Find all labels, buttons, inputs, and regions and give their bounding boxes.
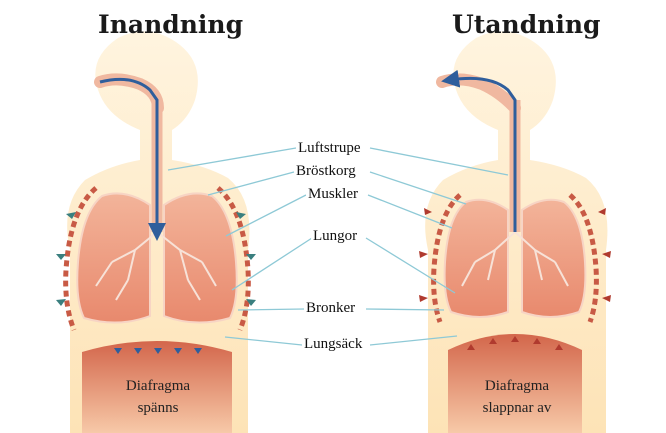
diaphragm-left-line2: spänns: [103, 397, 213, 419]
label-trachea: Luftstrupe: [296, 140, 362, 157]
right-lung-left: [445, 200, 508, 317]
exhalation-title: Utandning: [452, 10, 601, 39]
label-pleura: Lungsäck: [302, 336, 364, 353]
diaphragm-right-line1: Diafragma: [462, 375, 572, 397]
right-lung-right: [522, 200, 585, 317]
label-lungs: Lungor: [311, 228, 359, 245]
inhalation-figure: [56, 31, 256, 433]
diaphragm-right-label: Diafragma slappnar av: [462, 375, 572, 419]
diaphragm-left-label: Diafragma spänns: [103, 375, 213, 419]
label-muscles: Muskler: [306, 186, 360, 203]
leader-lungs: [232, 238, 455, 293]
left-lung-right: [164, 193, 237, 322]
diaphragm-left-line1: Diafragma: [103, 375, 213, 397]
label-ribcage: Bröstkorg: [294, 163, 358, 180]
exhalation-figure: [419, 31, 611, 433]
diaphragm-right-line2: slappnar av: [462, 397, 572, 419]
label-bronchi: Bronker: [304, 300, 357, 317]
inhalation-title: Inandning: [98, 10, 243, 39]
left-lung-left: [77, 193, 150, 322]
